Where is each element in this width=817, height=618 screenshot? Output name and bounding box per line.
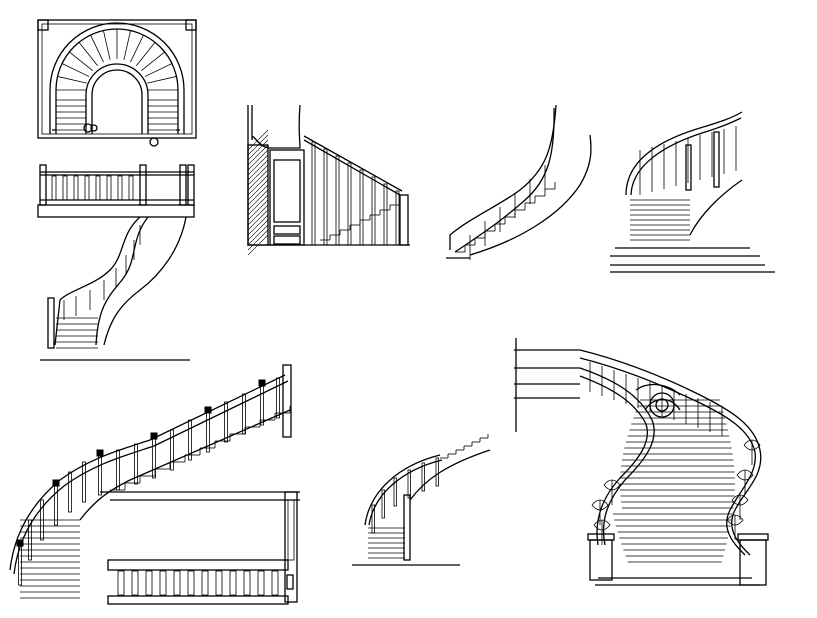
curved-stair-elevation-left [37,164,195,361]
small-curved-stair-elevation [352,434,491,566]
spiral-stair-plan [37,19,197,147]
stair-section-with-cabinet [247,104,410,256]
grand-curved-stair-elevation [9,364,300,605]
curved-handrail-elevation [446,104,592,260]
sweeping-double-curved-stair [514,338,769,586]
curved-stair-elevation-top-right [610,111,775,273]
